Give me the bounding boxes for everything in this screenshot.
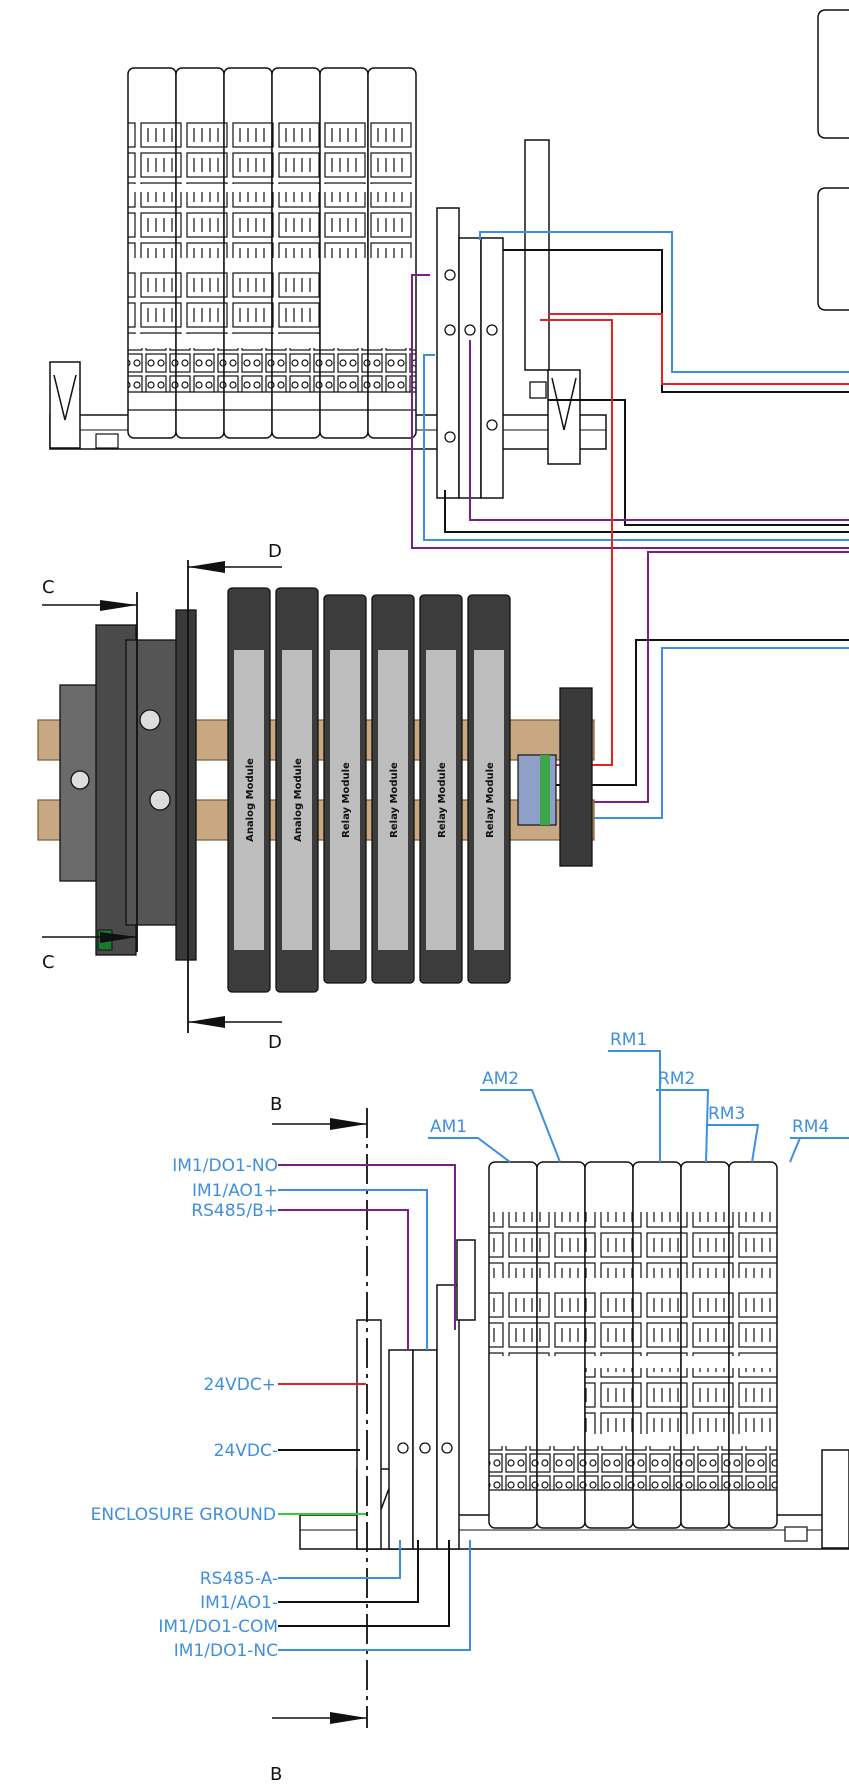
connector-block [517,754,557,826]
wire-black-3 [444,490,849,533]
section-d-bottom-label: D [268,1032,282,1053]
top-right-box [817,9,849,139]
side-assembly: Analog Module Analog Module Relay Module… [37,541,595,1053]
top-right-box-2 [817,187,849,311]
top-assembly [49,9,849,499]
label-rs485-b-plus: RS485/B+ [191,1201,278,1221]
bottom-end-stop-right [821,1449,849,1549]
bottom-wiring: IM1/DO1-NO IM1/AO1+ RS485/B+ 24VDC+ 24VD… [91,1156,471,1661]
callout-rm3: RM3 [708,1104,745,1124]
label-im1-ao1-minus: IM1/AO1- [200,1593,278,1613]
callout-rm1: RM1 [610,1030,647,1050]
label-im1-ao1-plus: IM1/AO1+ [192,1181,278,1201]
module-callouts: AM1 AM2 RM1 RM2 RM3 RM4 [428,1030,849,1163]
label-im1-do1-com: IM1/DO1-COM [158,1617,278,1637]
label-24vdc-minus: 24VDC- [214,1441,278,1461]
relay-module-text-3: Relay Module [437,762,448,838]
wire-red-top [548,313,849,385]
wire-black-2 [548,399,849,526]
label-im1-do1-nc: IM1/DO1-NC [174,1641,278,1661]
top-module-row [127,67,417,439]
wire-blue-top [479,231,849,373]
wire-purple-2 [411,274,849,549]
section-c: C C [42,577,138,973]
section-b-top-label: B [270,1094,282,1115]
label-im1-do1-no: IM1/DO1-NO [172,1156,278,1176]
top-end-stop-left [49,361,119,449]
callout-rm4: RM4 [792,1117,829,1137]
side-module-row: Analog Module Analog Module Relay Module… [227,587,511,993]
top-interface-cluster [436,139,581,499]
label-enclosure-ground: ENCLOSURE GROUND [91,1505,276,1525]
relay-module-text-4: Relay Module [485,762,496,838]
section-c-bottom-label: C [42,952,55,973]
analog-module-text-2: Analog Module [293,758,304,842]
wire-blue-down [528,647,849,819]
section-b: B B [270,1094,368,1785]
bottom-assembly: B B AM1 AM2 RM1 RM2 RM3 RM4 [91,1030,849,1785]
terminal-block-4 [175,609,197,961]
section-c-top-label: C [42,577,55,598]
bottom-module-row [488,1161,778,1529]
right-end-clamp [559,687,593,867]
analog-module-text-1: Analog Module [245,758,256,842]
bottom-interface-cluster [356,1239,476,1550]
wire-purple-top [469,340,849,521]
wire-blue-2 [423,354,849,541]
section-b-bottom-label: B [270,1764,282,1785]
label-24vdc-plus: 24VDC+ [204,1375,276,1395]
section-d: D D [187,541,282,1053]
callout-am2: AM2 [482,1069,519,1089]
relay-module-text-1: Relay Module [341,762,352,838]
section-d-top-label: D [268,541,282,562]
relay-module-text-2: Relay Module [389,762,400,838]
callout-rm2: RM2 [658,1069,695,1089]
callout-am1: AM1 [430,1117,467,1137]
label-rs485-a-minus: RS485-A- [200,1569,278,1589]
